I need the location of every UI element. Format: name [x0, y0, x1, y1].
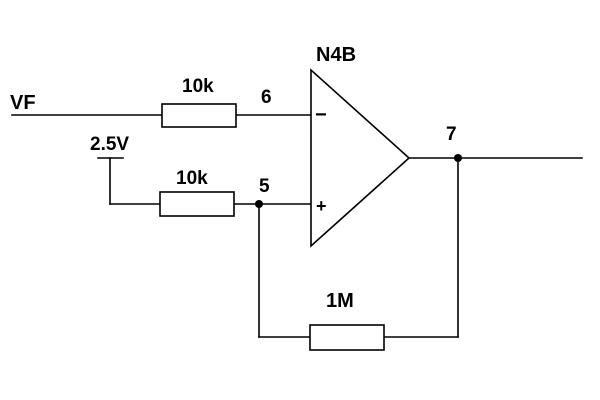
resistor-input: [161, 103, 237, 128]
junction-node5: [255, 200, 263, 208]
label-r-feedback: 1M: [326, 290, 354, 312]
label-pin-7: 7: [446, 124, 457, 145]
label-inverting-sign: −: [315, 104, 327, 126]
opamp-symbol: [310, 68, 411, 248]
junction-node7: [454, 154, 462, 162]
label-r-reference: 10k: [176, 168, 208, 189]
label-r-input: 10k: [182, 76, 214, 97]
label-noninverting-sign: +: [316, 196, 327, 216]
label-vf: VF: [10, 92, 36, 114]
label-pin-5: 5: [259, 176, 270, 197]
resistor-reference: [159, 191, 235, 217]
label-pin-6: 6: [261, 87, 272, 108]
label-reference-voltage: 2.5V: [90, 134, 129, 155]
label-opamp: N4B: [316, 44, 356, 66]
resistor-feedback: [309, 324, 385, 351]
